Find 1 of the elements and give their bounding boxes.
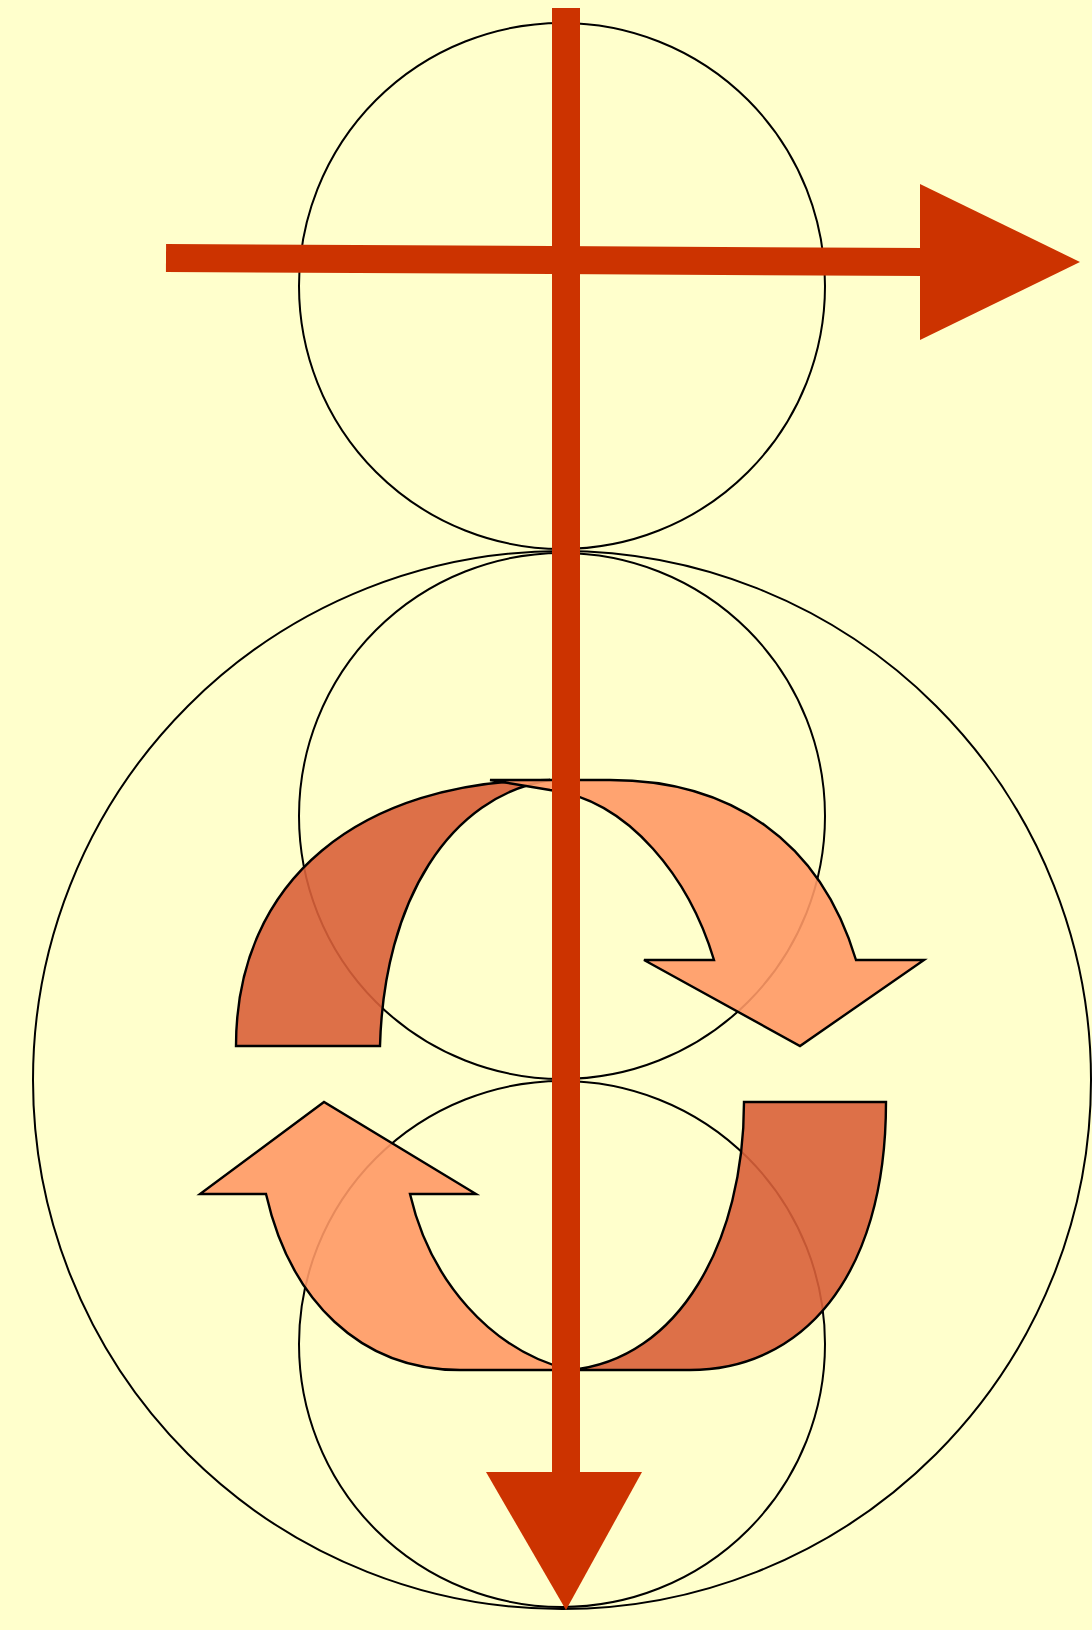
circle-outline [298,22,826,550]
